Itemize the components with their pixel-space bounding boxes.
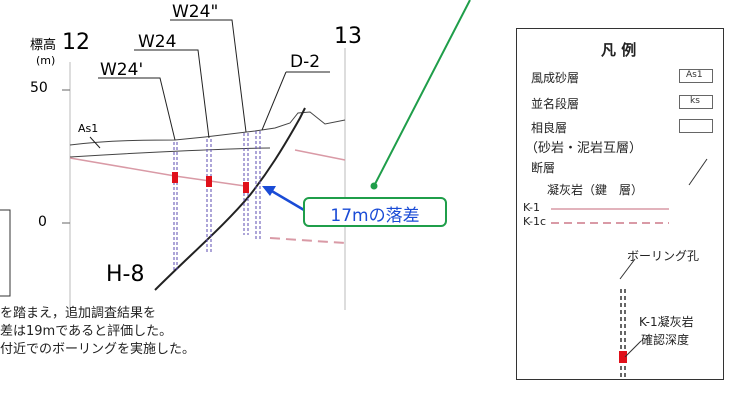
leader-w24prime — [98, 77, 176, 141]
legend-row-label: 相良層 — [531, 121, 568, 135]
legend-row-label: K-1 — [523, 201, 541, 214]
elevation-unit: (m) — [36, 54, 56, 67]
note-line-1: を踏まえ，追加調査結果を — [0, 306, 157, 321]
legend-swatch-ks: ks — [679, 95, 713, 109]
fault-label-d2: D-2 — [290, 52, 321, 72]
section-no-right: 13 — [334, 24, 362, 49]
leader-as1 — [89, 136, 101, 149]
legend-swatch-as1: As1 — [679, 69, 713, 83]
leader-w24 — [134, 49, 210, 139]
leader-w24dbl — [170, 19, 247, 133]
offset-callout: 17mの落差 — [303, 197, 447, 227]
k1-tuff-layer-right — [294, 149, 346, 161]
legend-box: 凡 例 風成砂層 As1 並名段層 ks 相良層 （砂岩・泥岩互層） 断層 凝灰… — [516, 28, 724, 380]
elevation-tick-0: 0 — [38, 214, 47, 230]
borehole-label-w24: W24 — [138, 32, 177, 52]
legend-borehole-symbol — [619, 258, 642, 379]
legend-title: 凡 例 — [601, 41, 637, 59]
ground-surface — [69, 111, 346, 146]
leader-d2-down — [261, 71, 287, 131]
callout-leader — [373, 0, 471, 187]
legend-code: ks — [690, 96, 700, 106]
section-no-left: 12 — [62, 30, 90, 55]
legend-tuff-label-1: K-1凝灰岩 — [639, 315, 694, 329]
legend-row-label: 風成砂層 — [531, 71, 580, 85]
legend-row-label: 並名段層 — [531, 97, 580, 111]
legend-fault-symbol — [688, 158, 708, 186]
fault-d2 — [154, 107, 306, 291]
legend-swatch-sagara — [679, 119, 713, 133]
note-line-2: 差は19mであると評価した。 — [0, 324, 173, 339]
note-line-3: 付近でのボーリングを実施した。 — [0, 342, 196, 357]
legend-row-label: K-1c — [523, 215, 547, 228]
legend-k1-line — [551, 208, 669, 210]
borehole-label-h8: H-8 — [106, 262, 145, 287]
legend-borehole-label: ボーリング孔 — [627, 249, 700, 263]
legend-row-label: 凝灰岩（鍵 層） — [547, 183, 644, 197]
borehole-label-w24prime: W24' — [100, 60, 144, 80]
callout-leader-dot — [370, 182, 378, 190]
k1-tuff-layer — [69, 157, 246, 187]
legend-k1c-line — [551, 222, 669, 224]
offset-callout-text: 17mの落差 — [330, 206, 420, 226]
legend-row-label: （砂岩・泥岩互層） — [525, 141, 643, 156]
offset-arrow-line — [269, 188, 305, 212]
legend-code: As1 — [686, 70, 703, 80]
legend-tuff-label-2: 確認深度 — [641, 333, 690, 347]
k1c-dashed-layer — [269, 237, 346, 244]
legend-row-label: 断層 — [531, 161, 556, 175]
as1-base — [69, 147, 271, 158]
left-partial-box — [0, 209, 11, 297]
tuff-mark-w24prime — [172, 172, 178, 183]
elevation-tick-50: 50 — [30, 80, 48, 96]
tuff-mark-w24 — [206, 176, 212, 187]
offset-arrow-head — [262, 186, 276, 196]
layer-label-as1: As1 — [78, 122, 99, 135]
borehole-label-w24dbl: W24" — [172, 2, 219, 22]
elevation-label: 標高 — [30, 38, 57, 53]
tuff-mark-w24dbl — [243, 182, 249, 193]
